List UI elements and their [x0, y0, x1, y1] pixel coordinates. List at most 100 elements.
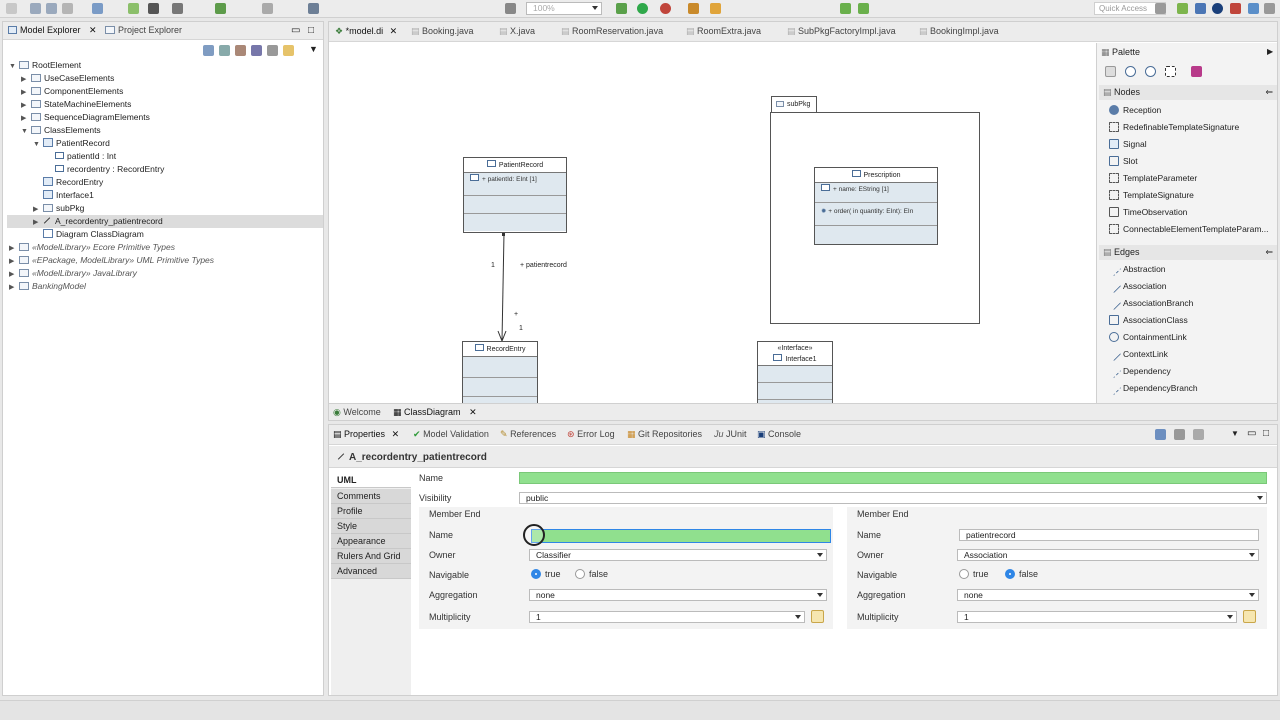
tree-item-uml-primitives[interactable]: ▶«EPackage, ModelLibrary» UML Primitive … — [9, 254, 214, 267]
link-editor-icon[interactable] — [219, 45, 230, 56]
tab-x-java[interactable]: ▤ X.java — [499, 26, 536, 36]
package-subpkg-tab[interactable]: subPkg — [771, 96, 817, 113]
save-all-icon[interactable] — [46, 3, 57, 14]
member-end-aggregation-select[interactable]: none — [529, 589, 827, 601]
diagram-canvas[interactable]: PatientRecord + patientId: EInt [1] 1 + … — [329, 43, 1095, 417]
tab-roomextra-java[interactable]: ▤ RoomExtra.java — [686, 26, 762, 36]
palette-collapse-icon[interactable]: ▶ — [1267, 47, 1274, 56]
tab-roomreservation-java[interactable]: ▤ RoomReservation.java — [561, 26, 664, 36]
palette-icon[interactable] — [128, 3, 139, 14]
edit-multiplicity-icon[interactable] — [811, 610, 824, 623]
sort-icon[interactable] — [251, 45, 262, 56]
class-patientrecord[interactable]: PatientRecord + patientId: EInt [1] — [463, 157, 567, 233]
minimize-icon[interactable]: ▭ — [1247, 428, 1257, 439]
expand-arrow-icon[interactable]: ▶ — [21, 89, 27, 96]
print-icon[interactable] — [62, 3, 73, 14]
attribute-compartment[interactable] — [463, 357, 537, 378]
tree-item-diagram[interactable]: Diagram ClassDiagram — [43, 228, 144, 241]
pin-icon[interactable] — [1155, 429, 1166, 440]
nested-compartment[interactable] — [464, 214, 566, 231]
tree-item-association[interactable]: ▶A_recordentry_patientrecord — [7, 215, 323, 228]
note-tool-icon[interactable] — [1191, 66, 1202, 77]
side-tab-profile[interactable]: Profile — [331, 504, 411, 519]
palette-item-slot[interactable]: Slot — [1109, 153, 1138, 170]
attribute-compartment[interactable] — [758, 366, 832, 383]
java-perspective-icon[interactable] — [1195, 3, 1206, 14]
member-end-multiplicity-select[interactable]: 1 — [957, 611, 1237, 623]
tab-project-explorer[interactable]: Project Explorer — [105, 25, 182, 35]
tree-item-subpkg[interactable]: ▶subPkg — [33, 202, 84, 215]
tree-item-recordentry-attr[interactable]: recordentry : RecordEntry — [55, 163, 164, 176]
tree-item-javalibrary[interactable]: ▶«ModelLibrary» JavaLibrary — [9, 267, 137, 280]
operation-compartment[interactable] — [464, 196, 566, 214]
nested-compartment[interactable] — [815, 226, 937, 244]
tab-console[interactable]: ▣ Console — [757, 429, 802, 439]
tree-view-icon[interactable] — [1174, 429, 1185, 440]
maximize-icon[interactable]: □ — [1263, 428, 1270, 439]
operation-compartment[interactable] — [758, 383, 832, 400]
plugin-perspective-icon[interactable] — [1264, 3, 1275, 14]
attribute-compartment[interactable]: + patientId: EInt [1] — [464, 173, 566, 196]
side-tab-comments[interactable]: Comments — [331, 489, 411, 504]
member-end-name-input[interactable] — [531, 529, 831, 543]
external-tools-icon[interactable] — [660, 3, 671, 14]
edit-multiplicity-icon[interactable] — [1243, 610, 1256, 623]
side-tab-advanced[interactable]: Advanced — [331, 564, 411, 579]
navigable-false-radio[interactable]: false — [575, 569, 608, 579]
expand-arrow-icon[interactable]: ▶ — [9, 245, 15, 252]
navigable-true-radio[interactable]: true — [959, 569, 989, 579]
palette-item-templatesignature[interactable]: TemplateSignature — [1109, 187, 1194, 204]
run-icon[interactable] — [637, 3, 648, 14]
operation-compartment[interactable] — [463, 378, 537, 397]
tree-item-component[interactable]: ▶ComponentElements — [21, 85, 123, 98]
expand-arrow-icon[interactable]: ▶ — [9, 284, 15, 291]
package-subpkg[interactable]: Prescription + name: EString [1] ✹ + ord… — [770, 112, 980, 324]
close-icon[interactable]: ✕ — [391, 429, 400, 439]
tab-model-explorer[interactable]: Model Explorer ✕ — [8, 25, 97, 36]
edges-drawer-header[interactable]: ▤ Edges⇐ — [1099, 245, 1277, 260]
expand-arrow-icon[interactable]: ▶ — [33, 206, 39, 213]
palette-item-association[interactable]: Association — [1106, 278, 1166, 295]
toggle-icon[interactable] — [283, 45, 294, 56]
undo-icon[interactable] — [215, 3, 226, 14]
zoom-fit-icon[interactable] — [505, 3, 516, 14]
class-prescription[interactable]: Prescription + name: EString [1] ✹ + ord… — [814, 167, 938, 245]
tree-item-ecore-primitives[interactable]: ▶«ModelLibrary» Ecore Primitive Types — [9, 241, 175, 254]
zoom-in-icon[interactable] — [1125, 66, 1136, 77]
grid-icon[interactable] — [308, 3, 319, 14]
select-icon[interactable] — [1105, 66, 1116, 77]
expand-arrow-icon[interactable]: ▶ — [33, 219, 39, 226]
debug-icon[interactable] — [616, 3, 627, 14]
tree-item-patientrecord[interactable]: ▼PatientRecord — [33, 137, 110, 150]
team-perspective-icon[interactable] — [1248, 3, 1259, 14]
close-icon[interactable]: ✕ — [389, 26, 398, 36]
member-end-multiplicity-select[interactable]: 1 — [529, 611, 805, 623]
drawer-toggle-icon[interactable]: ⇐ — [1265, 247, 1273, 257]
attribute-compartment[interactable]: + name: EString [1] — [815, 183, 937, 203]
tab-model-di[interactable]: ❖ *model.di ✕ — [335, 26, 398, 36]
open-type-icon[interactable] — [688, 3, 699, 14]
tree-item-bankingmodel[interactable]: ▶BankingModel — [9, 280, 86, 293]
member-end-owner-select[interactable]: Association — [957, 549, 1259, 561]
tab-model-validation[interactable]: ✔ Model Validation — [413, 429, 489, 439]
close-icon[interactable]: ✕ — [469, 407, 477, 417]
expand-arrow-icon[interactable]: ▶ — [21, 76, 27, 83]
side-tab-appearance[interactable]: Appearance — [331, 534, 411, 549]
tree-item-statemachine[interactable]: ▶StateMachineElements — [21, 98, 131, 111]
tree-item-root[interactable]: ▼RootElement — [9, 59, 81, 72]
member-end-aggregation-select[interactable]: none — [957, 589, 1259, 601]
git-perspective-icon[interactable] — [1230, 3, 1241, 14]
marquee-icon[interactable] — [1165, 66, 1176, 77]
zoom-out-icon[interactable] — [1145, 66, 1156, 77]
palette-item-abstraction[interactable]: Abstraction — [1106, 261, 1166, 278]
close-icon[interactable]: ✕ — [89, 25, 97, 35]
expand-arrow-icon[interactable]: ▶ — [21, 115, 27, 122]
expand-arrow-icon[interactable]: ▼ — [9, 63, 16, 70]
tab-bookingimpl-java[interactable]: ▤ BookingImpl.java — [919, 26, 999, 36]
palette-item-containmentlink[interactable]: ContainmentLink — [1109, 329, 1187, 346]
expand-arrow-icon[interactable]: ▶ — [9, 271, 15, 278]
forward-icon[interactable] — [858, 3, 869, 14]
collapse-all-icon[interactable] — [203, 45, 214, 56]
tree-item-recordentry[interactable]: RecordEntry — [43, 176, 103, 189]
association-name-field[interactable] — [519, 472, 1267, 484]
